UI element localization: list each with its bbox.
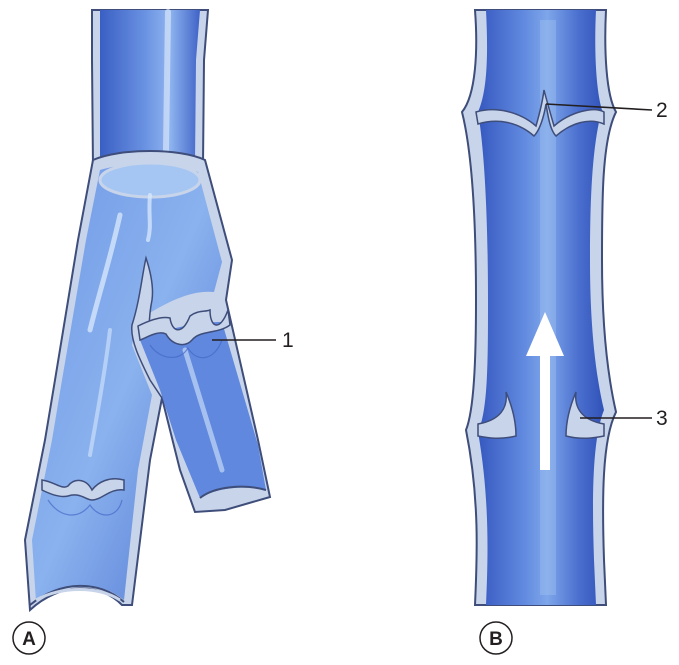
panel-label-b-text: B	[489, 629, 503, 650]
panel-b-vein	[462, 10, 616, 605]
callout-3-number: 3	[656, 407, 668, 430]
trunk-lumen	[100, 10, 200, 164]
panel-label-b: B	[480, 622, 512, 654]
panel-label-a-text: A	[22, 629, 36, 650]
callout-1-number: 1	[282, 329, 294, 352]
callout-2-number: 2	[656, 99, 668, 122]
panel-a-vein	[25, 10, 270, 610]
panel-label-a: A	[13, 622, 45, 654]
